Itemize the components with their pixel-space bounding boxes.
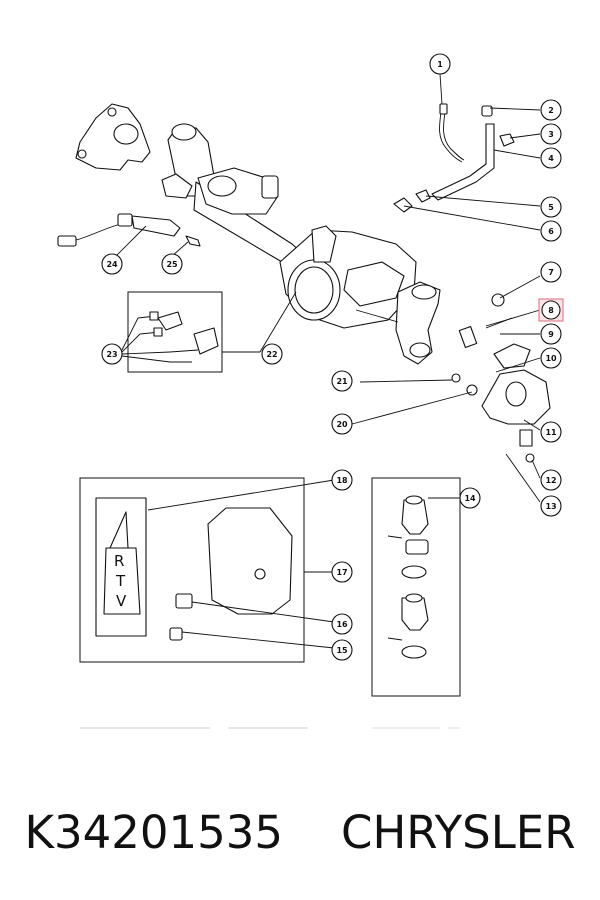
- callout-21: 21: [331, 370, 353, 392]
- leader-lines: [115, 73, 541, 649]
- svg-text:11: 11: [545, 428, 557, 437]
- footer-caption: K34201535 CHRYSLER: [0, 792, 600, 872]
- callout-1: 1: [429, 53, 451, 75]
- callout-7: 7: [540, 261, 562, 283]
- callout-6: 6: [540, 220, 562, 242]
- callout-20: 20: [331, 413, 353, 435]
- callout-10: 10: [540, 347, 562, 369]
- svg-text:21: 21: [336, 377, 348, 386]
- adjuster-pin: [451, 373, 478, 396]
- svg-text:5: 5: [548, 203, 554, 212]
- callout-22: 22: [261, 343, 283, 365]
- callout-4: 4: [540, 147, 562, 169]
- cover-box: R T V: [79, 477, 305, 663]
- vent-tube: [431, 105, 515, 201]
- svg-text:4: 4: [548, 154, 554, 163]
- callout-25: 25: [161, 253, 183, 275]
- callout-24: 24: [101, 253, 123, 275]
- vent-fitting: [393, 189, 431, 213]
- svg-text:12: 12: [545, 476, 556, 485]
- svg-text:24: 24: [106, 260, 118, 269]
- callout-2: 2: [540, 99, 562, 121]
- hardware-box: [127, 291, 223, 373]
- callout-8-highlighted: 8: [538, 298, 564, 322]
- callout-15: 15: [331, 639, 353, 661]
- callout-17: 17: [331, 561, 353, 583]
- ball-joint-box: [371, 477, 461, 697]
- rtv-letter-r: R: [114, 552, 124, 570]
- vent-hose: [439, 103, 465, 163]
- svg-text:25: 25: [166, 260, 178, 269]
- callout-14: 14: [459, 487, 481, 509]
- brand-name: CHRYSLER: [341, 805, 576, 859]
- svg-text:10: 10: [545, 354, 557, 363]
- steering-knuckle-right: [481, 343, 551, 463]
- callout-3: 3: [540, 123, 562, 145]
- callout-5: 5: [540, 196, 562, 218]
- svg-text:6: 6: [548, 227, 554, 236]
- svg-text:20: 20: [336, 420, 348, 429]
- rtv-letter-v: V: [116, 592, 127, 610]
- svg-text:23: 23: [106, 350, 117, 359]
- svg-text:22: 22: [266, 350, 277, 359]
- tie-bolt: [458, 325, 478, 349]
- svg-text:3: 3: [548, 130, 554, 139]
- callout-9: 9: [540, 323, 562, 345]
- rtv-letter-t: T: [115, 572, 126, 590]
- callout-16: 16: [331, 613, 353, 635]
- svg-text:17: 17: [336, 568, 347, 577]
- ball-joint-stud: [485, 293, 513, 329]
- svg-text:7: 7: [548, 268, 554, 277]
- svg-text:15: 15: [336, 646, 348, 655]
- svg-text:14: 14: [464, 494, 476, 503]
- callout-13: 13: [540, 495, 562, 517]
- svg-text:16: 16: [336, 620, 348, 629]
- svg-text:18: 18: [336, 476, 348, 485]
- callout-12: 12: [540, 469, 562, 491]
- svg-text:2: 2: [548, 106, 554, 115]
- part-number: K34201535: [24, 805, 284, 859]
- svg-text:8: 8: [548, 306, 554, 315]
- callout-18: 18: [331, 469, 353, 491]
- svg-text:13: 13: [545, 502, 556, 511]
- callout-11: 11: [540, 421, 562, 443]
- steering-knuckle-left: [75, 103, 151, 171]
- abs-sensor: [57, 213, 181, 247]
- callout-23: 23: [101, 343, 123, 365]
- svg-text:1: 1: [437, 60, 443, 69]
- axle-housing: [161, 123, 441, 365]
- svg-text:9: 9: [548, 330, 554, 339]
- sensor-bolt: [185, 235, 201, 247]
